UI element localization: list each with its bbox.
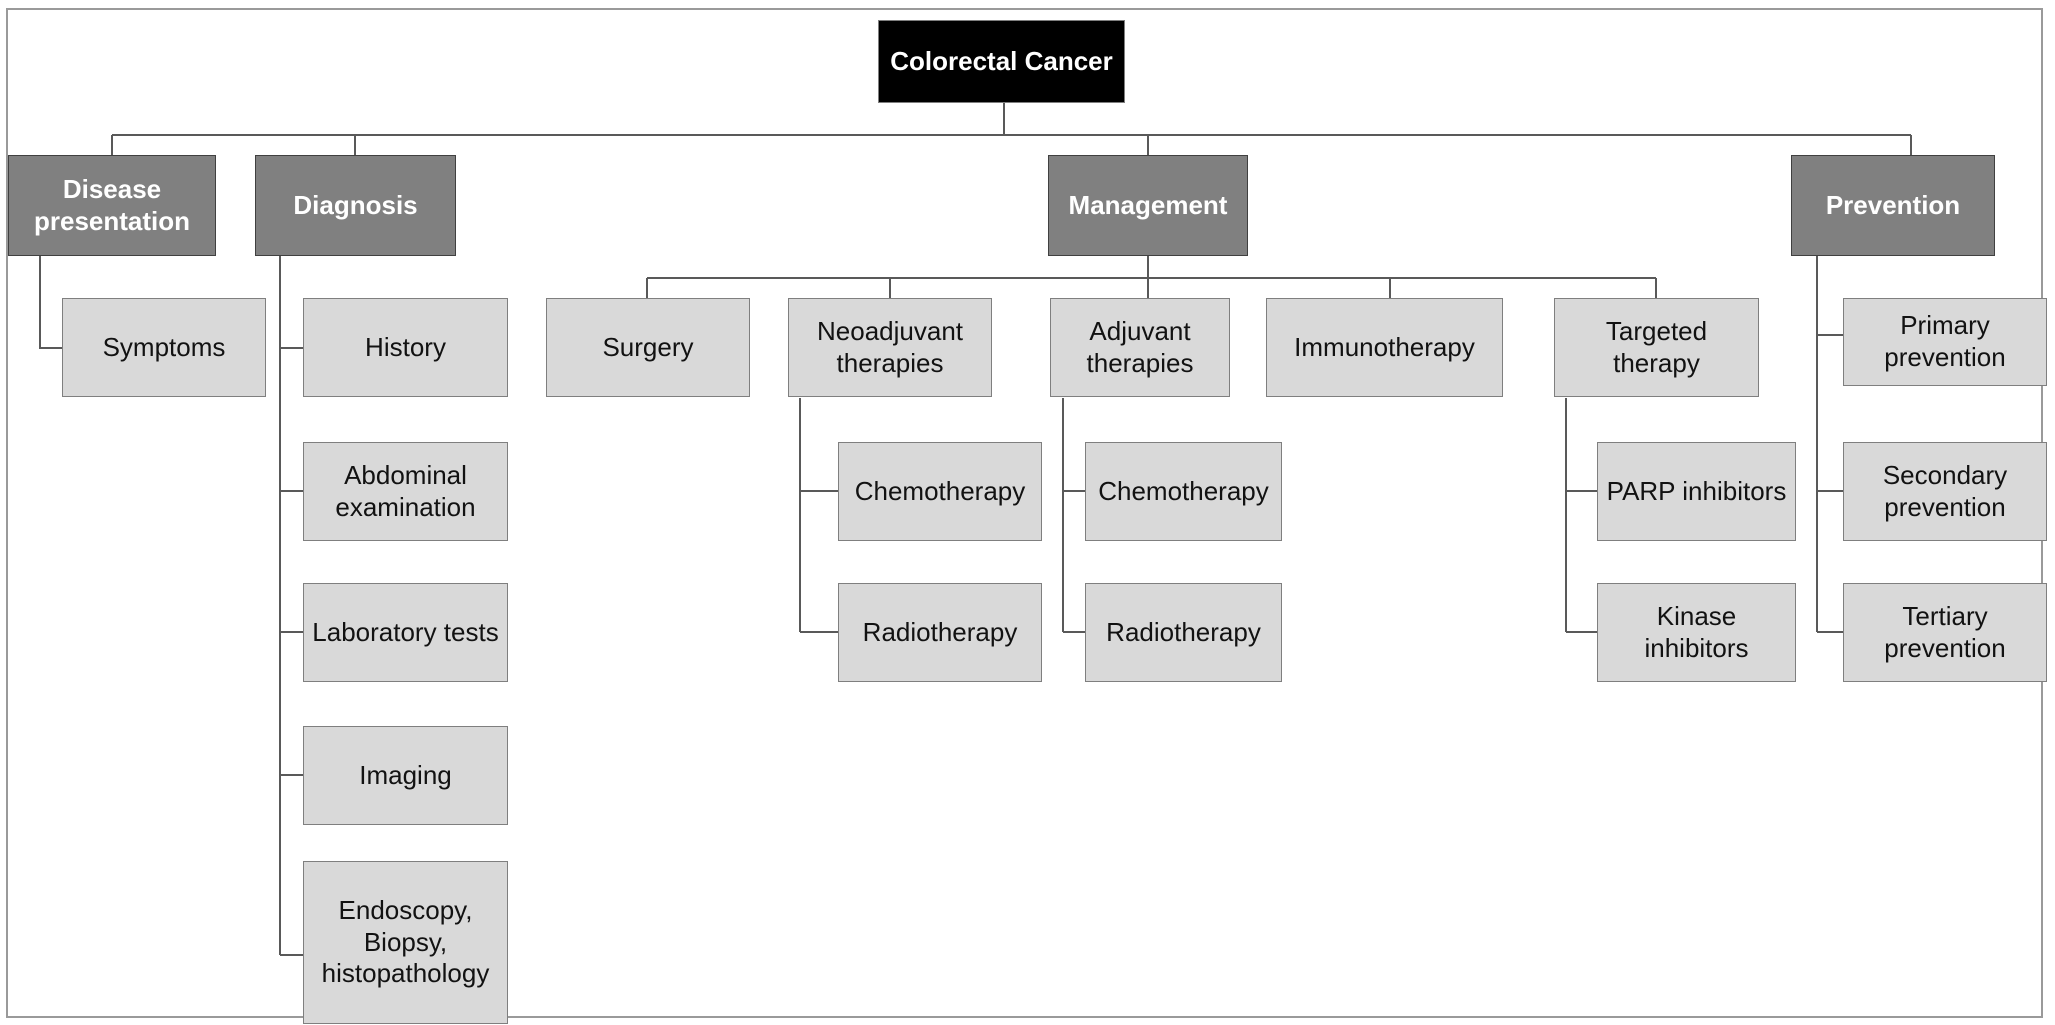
node-label: Diagnosis (293, 189, 418, 220)
node-label: Kinase inhibitors (1644, 600, 1749, 663)
node-label: Radiotherapy (1106, 616, 1261, 647)
node-label: Imaging (359, 759, 452, 790)
node-primary-prevention[interactable]: Primary prevention (1843, 298, 2047, 386)
node-endoscopy-biopsy-histopathology[interactable]: Endoscopy, Biopsy, histopathology (303, 861, 508, 1024)
node-abdominal-examination[interactable]: Abdominal examination (303, 442, 508, 541)
node-label: Neoadjuvant therapies (817, 315, 963, 378)
node-imaging[interactable]: Imaging (303, 726, 508, 825)
node-prevention[interactable]: Prevention (1791, 155, 1995, 256)
node-neoadjuvant-therapies[interactable]: Neoadjuvant therapies (788, 298, 992, 397)
node-label: Prevention (1825, 189, 1961, 220)
node-label: History (365, 331, 446, 362)
node-label: Endoscopy, Biopsy, histopathology (321, 894, 490, 989)
node-secondary-prevention[interactable]: Secondary prevention (1843, 442, 2047, 541)
node-label: Laboratory tests (312, 616, 499, 647)
node-symptoms[interactable]: Symptoms (62, 298, 266, 397)
node-label: Secondary prevention (1882, 459, 2008, 522)
node-adjuvant-radiotherapy[interactable]: Radiotherapy (1085, 583, 1282, 682)
node-tertiary-prevention[interactable]: Tertiary prevention (1843, 583, 2047, 682)
node-label: Adjuvant therapies (1086, 315, 1194, 378)
node-adjuvant-chemotherapy[interactable]: Chemotherapy (1085, 442, 1282, 541)
node-immunotherapy[interactable]: Immunotherapy (1266, 298, 1503, 397)
node-label: Surgery (602, 331, 694, 362)
node-kinase-inhibitors[interactable]: Kinase inhibitors (1597, 583, 1796, 682)
node-diagnosis[interactable]: Diagnosis (255, 155, 456, 256)
node-parp-inhibitors[interactable]: PARP inhibitors (1597, 442, 1796, 541)
node-label: Immunotherapy (1294, 331, 1475, 362)
node-label: Abdominal examination (335, 459, 476, 522)
node-label: Radiotherapy (862, 616, 1018, 647)
node-disease-presentation[interactable]: Disease presentation (8, 155, 216, 256)
node-colorectal-cancer[interactable]: Colorectal Cancer (878, 20, 1125, 103)
node-label: Chemotherapy (854, 475, 1026, 506)
node-management[interactable]: Management (1048, 155, 1248, 256)
node-label: Targeted therapy (1605, 315, 1708, 378)
node-label: Chemotherapy (1098, 475, 1269, 506)
node-label: Management (1068, 189, 1228, 220)
node-history[interactable]: History (303, 298, 508, 397)
node-label: Symptoms (102, 331, 226, 362)
node-surgery[interactable]: Surgery (546, 298, 750, 397)
node-neoadjuvant-chemotherapy[interactable]: Chemotherapy (838, 442, 1042, 541)
node-neoadjuvant-radiotherapy[interactable]: Radiotherapy (838, 583, 1042, 682)
node-label: PARP inhibitors (1606, 475, 1787, 506)
node-label: Tertiary prevention (1884, 600, 2006, 663)
node-label: Primary prevention (1884, 310, 2006, 372)
node-adjuvant-therapies[interactable]: Adjuvant therapies (1050, 298, 1230, 397)
node-targeted-therapy[interactable]: Targeted therapy (1554, 298, 1759, 397)
node-label: Disease presentation (33, 173, 191, 236)
node-laboratory-tests[interactable]: Laboratory tests (303, 583, 508, 682)
node-label: Colorectal Cancer (890, 45, 1113, 76)
